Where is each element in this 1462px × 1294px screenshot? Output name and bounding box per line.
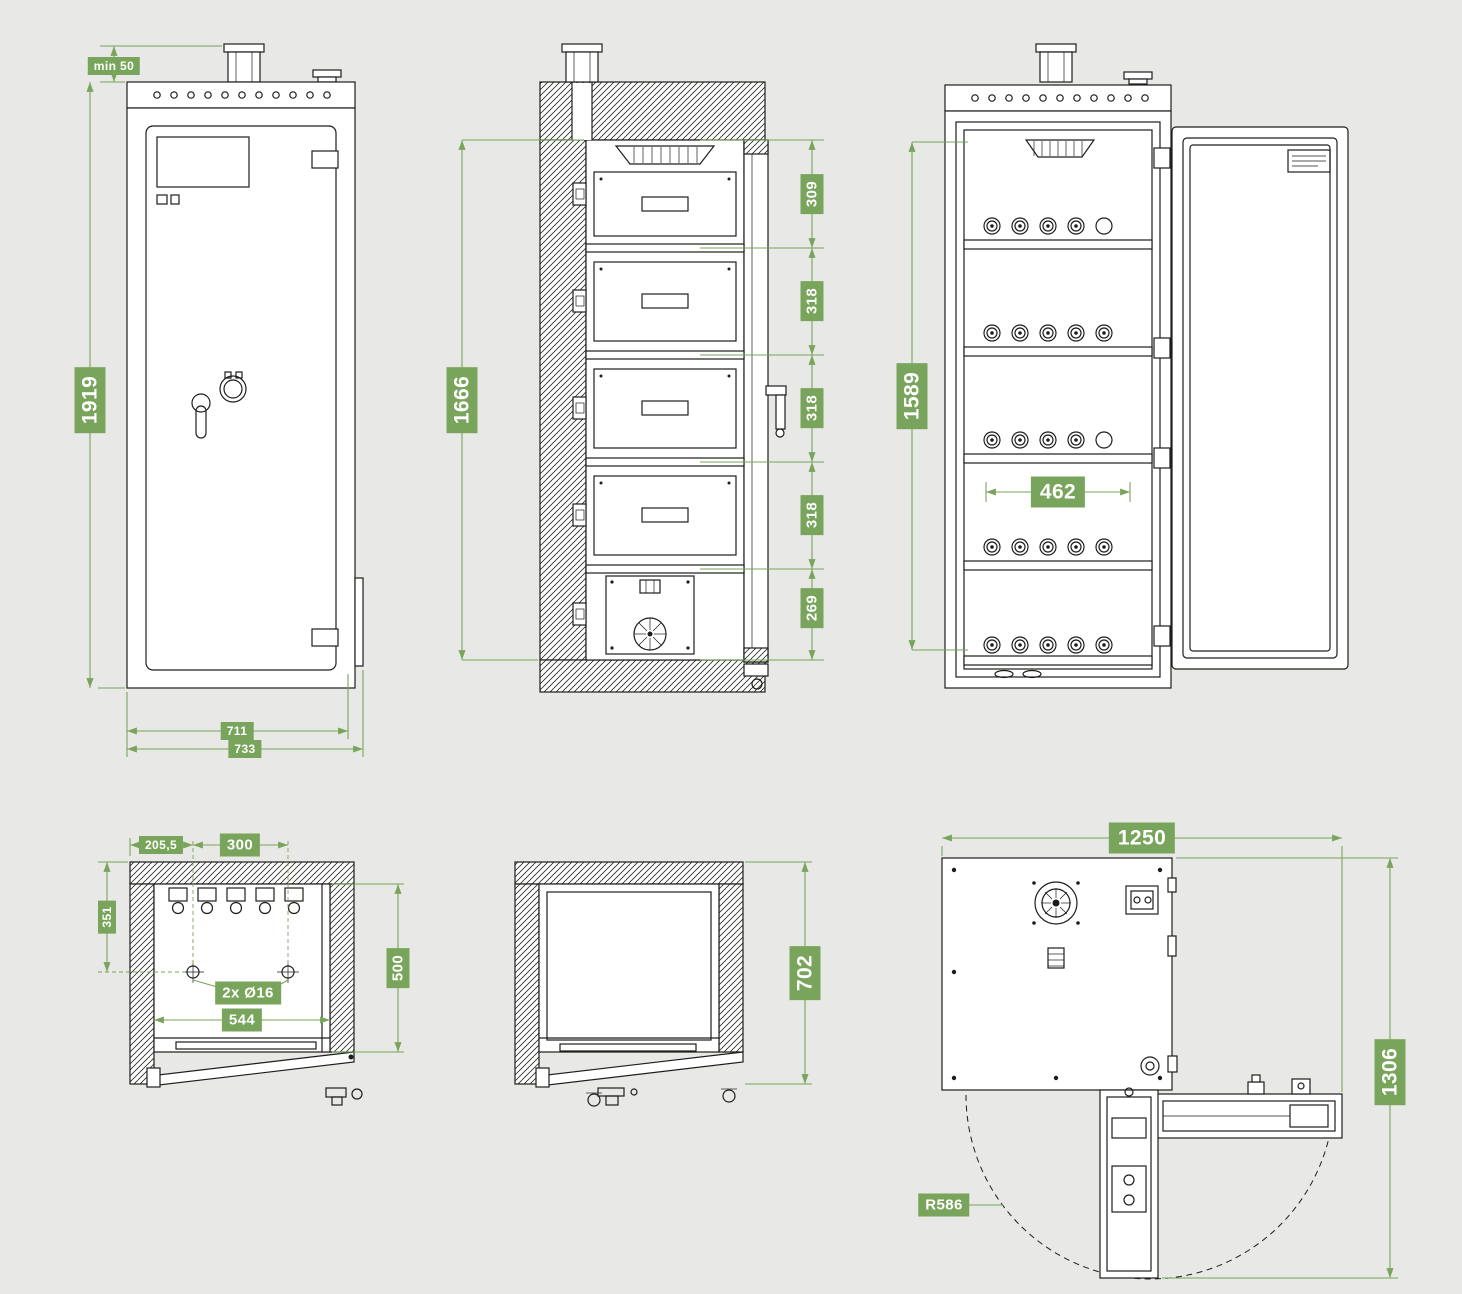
dim-anchor-depth-offset: 351 — [98, 900, 116, 934]
dim-door-swing-radius: R586 — [918, 1193, 970, 1217]
dim-body-width: 711 — [220, 722, 254, 740]
dim-compartment-2-height: 318 — [800, 280, 824, 322]
dim-width-door-open: 1250 — [1108, 822, 1176, 854]
dim-top-clearance: min 50 — [87, 57, 141, 75]
dim-compartment-1-height: 309 — [800, 173, 824, 215]
dim-overall-depth: 702 — [789, 945, 821, 1001]
dim-depth-door-open: 1306 — [1374, 1038, 1406, 1106]
view-plan-door-open — [941, 857, 1343, 1280]
dim-anchor-offset-left: 205,5 — [138, 836, 184, 854]
dim-anchor-holes-label: 2x Ø16 — [215, 981, 281, 1005]
dim-compartment-4-height: 318 — [800, 494, 824, 536]
view-side-section — [539, 43, 787, 693]
view-plan-section — [514, 861, 744, 1107]
dim-anchor-spacing: 300 — [219, 833, 261, 857]
dimension-lines — [86, 45, 1398, 1279]
dim-interior-width: 462 — [1030, 476, 1086, 508]
view-plan-anchoring — [129, 861, 363, 1106]
dim-interior-depth: 500 — [386, 947, 410, 989]
dim-compartment-5-height: 269 — [800, 587, 824, 629]
dim-section-interior-height: 1666 — [446, 366, 478, 434]
dim-interior-width-plan: 544 — [221, 1008, 263, 1032]
dim-open-interior-height: 1589 — [896, 362, 928, 430]
dim-overall-height: 1919 — [74, 366, 106, 434]
view-front-closed — [126, 43, 364, 689]
dim-compartment-3-height: 318 — [800, 387, 824, 429]
dim-overall-width: 733 — [228, 740, 262, 758]
view-front-open — [944, 43, 1349, 689]
